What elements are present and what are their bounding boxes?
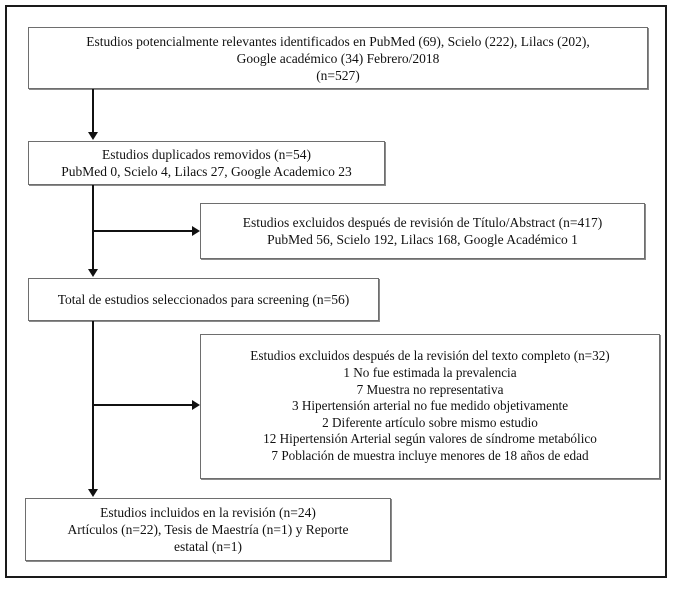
connector-screening-to-included xyxy=(92,321,94,493)
arrow-right-icon xyxy=(192,226,200,236)
excluded-ft-line-2: 1 No fue estimada la prevalencia xyxy=(343,364,517,380)
included-line-3: estatal (n=1) xyxy=(174,539,242,554)
arrow-down-icon xyxy=(88,132,98,140)
excluded-ft-line-6: 12 Hipertensión Arterial según valores d… xyxy=(263,431,597,447)
identified-line-2: Google académico (34) Febrero/2018 xyxy=(236,50,440,66)
box-total-screening: Total de estudios seleccionados para scr… xyxy=(28,278,379,321)
connector-branch-to-excluded-title-abstract xyxy=(93,230,193,232)
duplicates-line-1: Estudios duplicados removidos (n=54) xyxy=(102,147,311,162)
excluded-ft-line-1: Estudios excluidos después de la revisió… xyxy=(250,348,610,364)
box-excluidos-texto-completo: Estudios excluidos después de la revisió… xyxy=(200,334,660,479)
excluded-ft-line-7: 7 Población de muestra incluye menores d… xyxy=(271,448,589,464)
arrow-down-icon xyxy=(88,489,98,497)
box-estudios-incluidos: Estudios incluidos en la revisión (n=24)… xyxy=(25,498,391,561)
connector-branch-to-excluded-fulltext xyxy=(93,404,193,406)
duplicates-line-2: PubMed 0, Scielo 4, Lilacs 27, Google Ac… xyxy=(61,164,352,179)
included-line-1: Estudios incluidos en la revisión (n=24) xyxy=(100,505,316,520)
box-excluidos-titulo-abstract: Estudios excluidos después de revisión d… xyxy=(200,203,645,259)
excluded-ta-line-2: PubMed 56, Scielo 192, Lilacs 168, Googl… xyxy=(267,232,578,247)
screening-line-1: Total de estudios seleccionados para scr… xyxy=(57,292,350,307)
excluded-ta-line-1: Estudios excluidos después de revisión d… xyxy=(242,215,603,230)
box-estudios-identificados: Estudios potencialmente relevantes ident… xyxy=(28,27,648,89)
excluded-ft-line-5: 2 Diferente artículo sobre mismo estudio xyxy=(322,414,538,430)
excluded-ft-line-4: 3 Hipertensión arterial no fue medido ob… xyxy=(291,398,569,414)
connector-duplicates-to-screening xyxy=(92,185,94,273)
arrow-right-icon xyxy=(192,400,200,410)
identified-line-3: (n=527) xyxy=(316,67,360,83)
connector-identified-to-duplicates xyxy=(92,89,94,136)
identified-line-1: Estudios potencialmente relevantes ident… xyxy=(86,33,590,49)
excluded-ft-line-3: 7 Muestra no representativa xyxy=(356,381,504,397)
arrow-down-icon xyxy=(88,269,98,277)
included-line-2: Artículos (n=22), Tesis de Maestría (n=1… xyxy=(67,522,349,537)
box-estudios-duplicados: Estudios duplicados removidos (n=54) Pub… xyxy=(28,141,385,185)
